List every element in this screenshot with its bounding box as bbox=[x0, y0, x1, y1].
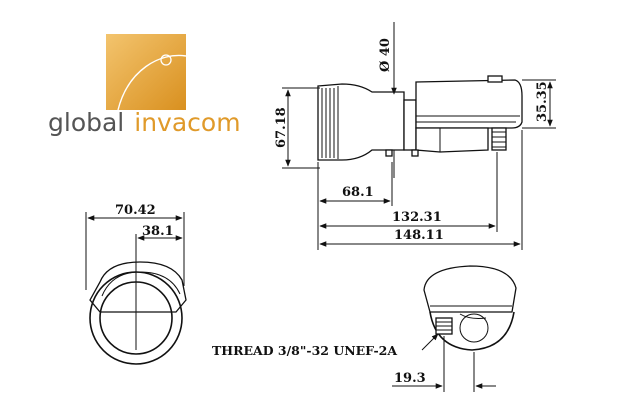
dim-total-length: 148.11 bbox=[394, 228, 444, 243]
lnb-rear-view bbox=[423, 265, 517, 392]
dim-side-height: 67.18 bbox=[274, 107, 289, 148]
side-view-dimensions: 67.18 Ø 40 35.35 68.1 132.31 148.11 bbox=[274, 22, 556, 250]
brand-word-invacom: invacom bbox=[134, 108, 240, 137]
rear-view-dimensions: THREAD 3/8"-32 UNEF-2A 19.3 bbox=[212, 333, 496, 389]
dim-connector-offset: 19.3 bbox=[394, 371, 426, 386]
brand-word-global: global bbox=[48, 108, 124, 137]
dim-front-half: 38.1 bbox=[142, 224, 174, 239]
dim-right-height: 35.35 bbox=[535, 81, 550, 122]
dim-feed-diameter: Ø 40 bbox=[378, 38, 393, 72]
lnb-front-view bbox=[85, 212, 187, 365]
global-invacom-logo: global invacom bbox=[48, 34, 241, 137]
dim-feed-length: 68.1 bbox=[342, 185, 374, 200]
dim-front-width: 70.42 bbox=[115, 203, 156, 218]
lnb-side-view bbox=[317, 75, 523, 161]
logo-square-mark bbox=[106, 34, 186, 110]
svg-text:global invacom: global invacom bbox=[48, 108, 241, 137]
thread-note: THREAD 3/8"-32 UNEF-2A bbox=[212, 343, 397, 358]
dim-mid-length: 132.31 bbox=[392, 210, 442, 225]
front-view-dimensions: 70.42 38.1 bbox=[87, 203, 183, 241]
